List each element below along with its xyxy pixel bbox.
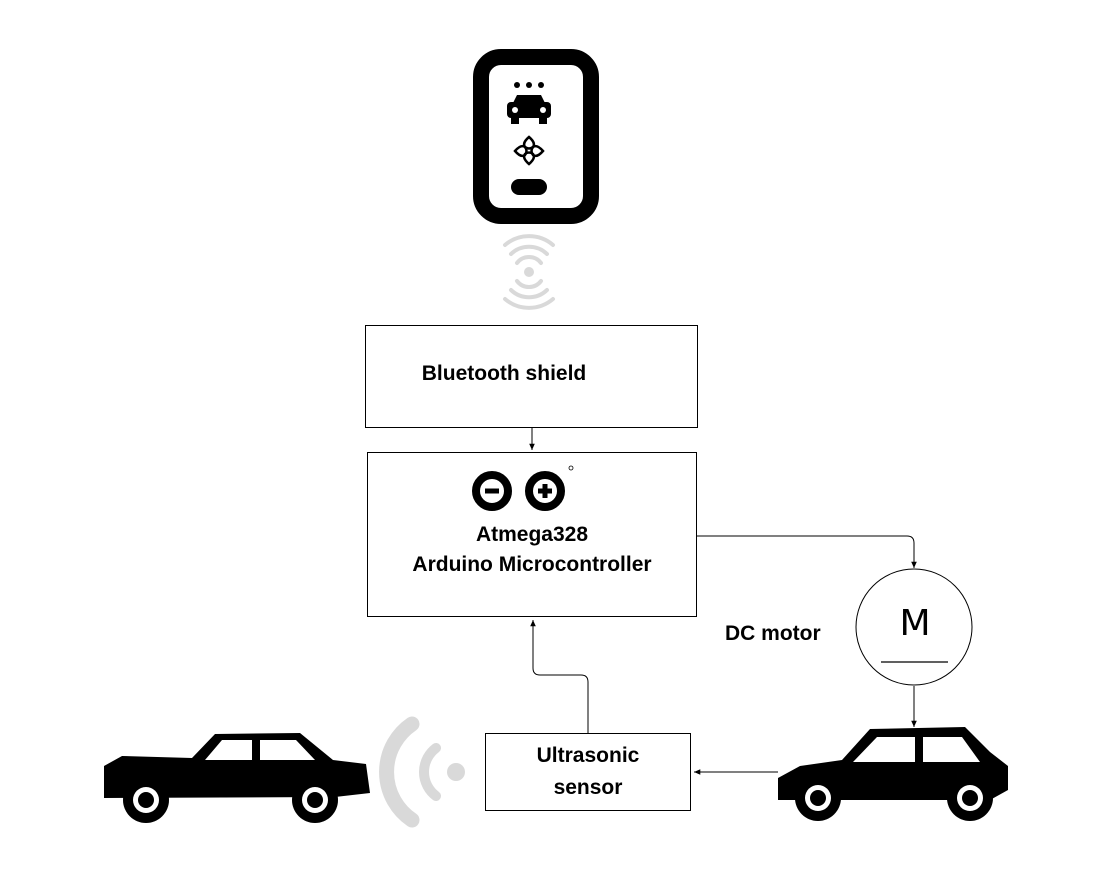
wireless-signal-icon [503,234,555,310]
dc-motor-label: DC motor [725,622,821,645]
car-wash-icon [507,82,551,124]
microcontroller-node [367,452,697,617]
dc-motor-symbol [855,568,973,686]
ultrasonic-sensor-label-line2: sensor [553,776,623,799]
smartphone-icon [473,49,599,224]
bluetooth-shield-label: Bluetooth shield [421,362,587,385]
own-car-icon [778,727,1008,821]
arrow-sensor-to-mcu [530,620,589,733]
ultrasonic-sensor-label-line1: Ultrasonic [536,744,640,767]
drops-icon [513,135,545,166]
bluetooth-shield-node [365,325,698,428]
microcontroller-label-line1: Atmega328 [475,523,589,546]
ultrasonic-sensor-node [485,733,691,811]
arduino-logo-icon [472,465,574,511]
obstacle-car-icon [104,733,370,823]
microcontroller-label-line2: Arduino Microcontroller [412,553,652,576]
motor-symbol-letter: M [899,603,931,644]
start-button-icon [511,179,547,195]
ultrasonic-waves-icon [379,716,465,828]
arrow-mcu-to-motor [697,535,917,568]
